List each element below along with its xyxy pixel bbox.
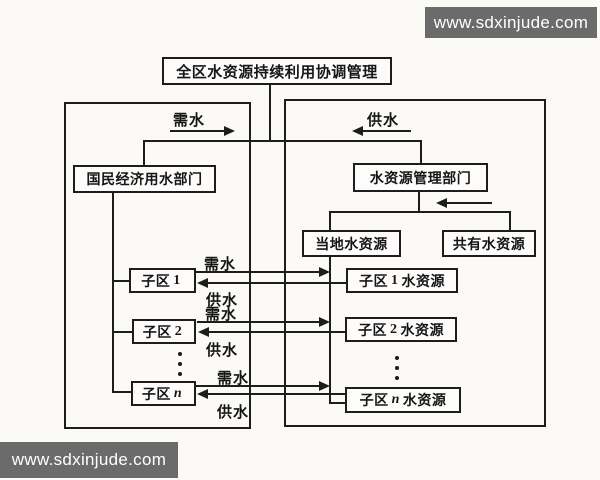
subregion2-res-prefix: 子区 bbox=[358, 321, 387, 338]
vertical-ellipsis-left-icon bbox=[178, 352, 182, 376]
top-supply-arrowhead-icon bbox=[352, 126, 363, 136]
title-box: 全区水资源持续利用协调管理 bbox=[162, 57, 392, 85]
subregion1-prefix: 子区 bbox=[141, 272, 171, 289]
mgmt-supply-arrowhead-icon bbox=[436, 198, 447, 208]
econ-dept-drop-line bbox=[143, 140, 145, 166]
subregion2-index: 2 bbox=[174, 323, 183, 339]
watermark-bottom-text: www.sdxinjude.com bbox=[11, 450, 167, 469]
top-supply-arrow-line bbox=[363, 130, 411, 132]
top-supply-label: 供水 bbox=[367, 112, 400, 129]
vertical-ellipsis-right-icon bbox=[395, 356, 399, 380]
rowN-demand-arrow-line bbox=[196, 385, 319, 387]
row1-demand-arrow-line bbox=[196, 271, 319, 273]
subregion1-res-prefix: 子区 bbox=[359, 272, 388, 289]
title-text: 全区水资源持续利用协调管理 bbox=[176, 63, 378, 81]
rowN-supply-label: 供水 bbox=[217, 404, 250, 421]
subregionN-res-index: n bbox=[391, 392, 400, 407]
dept-connector-line bbox=[143, 140, 422, 142]
mgmt-dept-drop-line bbox=[420, 140, 422, 164]
resources-branch-line bbox=[329, 211, 511, 213]
row2-demand-label: 需水 bbox=[205, 306, 238, 323]
subregion2-prefix: 子区 bbox=[142, 323, 172, 340]
subregion1-index: 1 bbox=[173, 272, 181, 288]
shared-water-text: 共有水资源 bbox=[452, 235, 526, 252]
subregionN-res-prefix: 子区 bbox=[359, 392, 389, 408]
subregion1-box: 子区 1 bbox=[129, 268, 196, 293]
row1-supply-label: 供水 bbox=[206, 292, 239, 309]
local-water-text: 当地水资源 bbox=[315, 235, 388, 252]
watermark-top-bar: www.sdxinjude.com bbox=[425, 7, 597, 38]
row2-demand-arrow-line bbox=[197, 321, 319, 323]
subregionN-box: 子区 n bbox=[131, 381, 196, 406]
water-mgmt-dept-box: 水资源管理部门 bbox=[353, 163, 488, 192]
econ-trunk-line bbox=[112, 193, 114, 393]
top-demand-label: 需水 bbox=[173, 112, 206, 129]
row2-supply-arrowhead-icon bbox=[198, 327, 209, 337]
subregion1-stub-line bbox=[112, 280, 132, 282]
subregionN-res-stub-line bbox=[329, 402, 347, 404]
row2-supply-arrow-line bbox=[209, 331, 345, 333]
row1-supply-arrow-line bbox=[208, 282, 346, 284]
supply-side-frame bbox=[284, 99, 546, 427]
top-demand-arrow-line bbox=[170, 130, 224, 132]
row1-demand-label: 需水 bbox=[204, 256, 237, 273]
shared-water-box: 共有水资源 bbox=[442, 230, 536, 257]
watermark-top-text: www.sdxinjude.com bbox=[433, 12, 589, 32]
title-connector-line bbox=[269, 85, 271, 141]
row1-supply-arrowhead-icon bbox=[197, 278, 208, 288]
row2-demand-arrowhead-icon bbox=[319, 317, 330, 327]
subregion2-resources-box: 子区 2 水资源 bbox=[345, 317, 457, 342]
econ-dept-box: 国民经济用水部门 bbox=[73, 165, 216, 193]
subregion2-stub-line bbox=[112, 331, 134, 333]
mgmt-branch-drop-line bbox=[418, 192, 420, 212]
subregionN-prefix: 子区 bbox=[141, 385, 171, 402]
rowN-demand-label: 需水 bbox=[217, 370, 250, 387]
watermark-bottom-bar: www.sdxinjude.com bbox=[0, 442, 178, 478]
shared-water-drop-line bbox=[509, 211, 511, 231]
mgmt-supply-arrow-line bbox=[447, 202, 492, 204]
top-demand-arrowhead-icon bbox=[224, 126, 235, 136]
rowN-supply-arrow-line bbox=[208, 393, 345, 395]
row1-demand-arrowhead-icon bbox=[319, 267, 330, 277]
water-mgmt-dept-text: 水资源管理部门 bbox=[369, 169, 472, 186]
subregion2-res-suffix: 水资源 bbox=[400, 321, 444, 338]
demand-side-frame bbox=[64, 102, 251, 429]
subregion1-res-suffix: 水资源 bbox=[401, 272, 445, 289]
subregionN-res-suffix: 水资源 bbox=[402, 392, 447, 408]
subregionN-stub-line bbox=[112, 391, 134, 393]
subregion2-res-index: 2 bbox=[390, 321, 398, 337]
subregionN-index: n bbox=[173, 385, 183, 401]
rowN-supply-arrowhead-icon bbox=[197, 389, 208, 399]
subregion1-resources-box: 子区 1 水资源 bbox=[346, 268, 458, 293]
local-water-drop-line bbox=[329, 211, 331, 231]
rowN-demand-arrowhead-icon bbox=[319, 381, 330, 391]
row2-supply-label: 供水 bbox=[206, 342, 239, 359]
subregionN-resources-box: 子区 n 水资源 bbox=[345, 387, 461, 413]
subregion1-res-index: 1 bbox=[391, 272, 399, 288]
econ-dept-text: 国民经济用水部门 bbox=[86, 171, 203, 187]
subregion2-box: 子区 2 bbox=[132, 319, 196, 344]
local-water-box: 当地水资源 bbox=[302, 230, 401, 257]
local-water-trunk-line bbox=[329, 257, 331, 404]
